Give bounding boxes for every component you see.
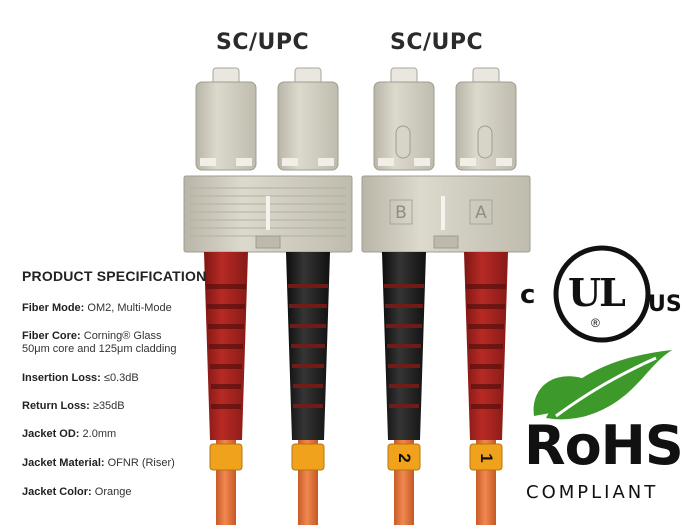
spec-value: ≤0.3dB [103, 372, 139, 384]
port-label-b: B [395, 203, 407, 223]
spec-row-jacket-material: Jacket Material: OFNR (Riser) [22, 457, 175, 470]
spec-value-line2: 50μm core and 125μm cladding [22, 343, 177, 355]
spec-value: Corning® Glass [83, 330, 162, 342]
spec-value: ≥35dB [92, 400, 125, 412]
product-specification: PRODUCT SPECIFICATION Fiber Mode: OM2, M… [22, 268, 222, 498]
spec-heading: PRODUCT SPECIFICATION [22, 268, 207, 284]
left-connector [183, 67, 353, 253]
fiber-patch-cable-illustration [183, 67, 531, 525]
rohs-logo: RoHS COMPLIANT [522, 346, 692, 516]
spec-row-jacket-color: Jacket Color: Orange [22, 486, 131, 499]
right-connector-title: SC/UPC [390, 30, 484, 55]
ul-us-letters: US [648, 292, 682, 317]
boot-number-2: 2 [395, 453, 414, 463]
boots [204, 252, 508, 440]
spec-value: Orange [94, 486, 132, 498]
ul-center-letters: UL [568, 270, 626, 315]
rohs-compliant: COMPLIANT [526, 482, 659, 503]
right-connector [361, 67, 531, 253]
leaf-icon [533, 350, 672, 420]
spec-label: Jacket Color: [22, 486, 92, 498]
spec-label: Fiber Mode: [22, 302, 85, 314]
spec-label: Return Loss: [22, 400, 90, 412]
spec-row-insertion-loss: Insertion Loss: ≤0.3dB [22, 372, 139, 385]
spec-row-return-loss: Return Loss: ≥35dB [22, 400, 125, 413]
spec-row-jacket-od: Jacket OD: 2.0mm [22, 428, 116, 441]
spec-label: Jacket Material: [22, 457, 105, 469]
ul-circle-icon [553, 245, 651, 343]
spec-row-fiber-mode: Fiber Mode: OM2, Multi-Mode [22, 302, 172, 315]
spec-value: OM2, Multi-Mode [87, 302, 172, 314]
spec-label: Insertion Loss: [22, 372, 101, 384]
spec-label: Jacket OD: [22, 428, 80, 440]
ul-registered-mark: ® [591, 316, 600, 330]
culus-logo: c UL ® US [520, 244, 685, 344]
port-label-a: A [475, 203, 487, 223]
spec-value: OFNR (Riser) [107, 457, 175, 469]
spec-row-fiber-core: Fiber Core: Corning® Glass 50μm core and… [22, 330, 177, 356]
rohs-title: RoHS [524, 414, 684, 477]
spec-value: 2.0mm [82, 428, 117, 440]
spec-label: Fiber Core: [22, 330, 81, 342]
ul-c-letter: c [520, 280, 536, 310]
boot-number-1: 1 [477, 453, 496, 463]
left-connector-title: SC/UPC [216, 30, 310, 55]
